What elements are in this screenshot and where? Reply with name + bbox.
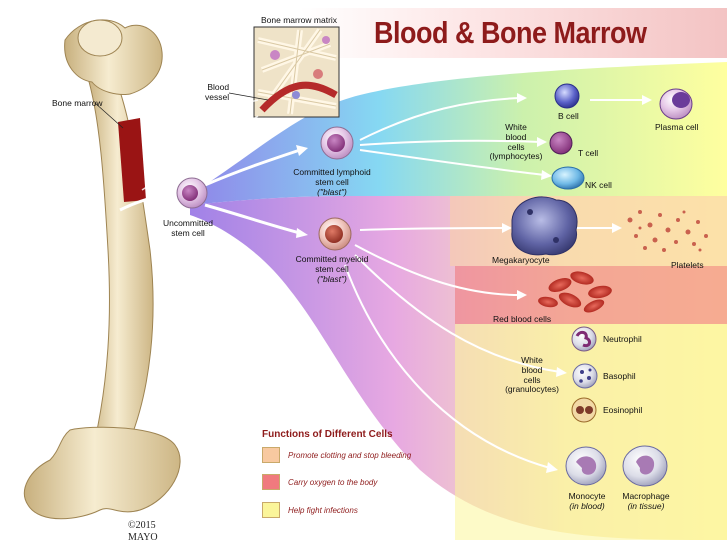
plasma-cell-shape (659, 88, 693, 120)
bone-marrow-cavity (118, 118, 146, 202)
eosinophil-label: Eosinophil (603, 405, 643, 415)
eosinophil-shape (571, 397, 597, 423)
lymphoid-stem-cell-shape (320, 126, 354, 160)
bone-marrow-matrix-inset (253, 26, 340, 118)
zone-clotting (450, 196, 727, 266)
legend-item-clotting: Promote clotting and stop bleeding (262, 447, 411, 463)
b-cell-label: B cell (558, 111, 579, 121)
macrophage-shape (622, 445, 668, 487)
legend-swatch-clotting (262, 447, 280, 463)
megakaryocyte-shape (511, 196, 578, 256)
title-banner (300, 8, 727, 58)
legend-title: Functions of Different Cells (262, 429, 393, 440)
plasma-cell-label: Plasma cell (655, 122, 699, 132)
red-blood-cells-shape (538, 271, 612, 313)
uncommitted-stem-cell-label: Uncommitted stem cell (162, 218, 214, 238)
monocyte-label: Monocyte (in blood) (568, 491, 606, 511)
uncommitted-stem-cell-shape (176, 177, 208, 209)
flow-arrows (119, 93, 652, 473)
neutrophil-shape (571, 326, 597, 352)
wbc-lymphocytes-label: White blood cells (lymphocytes) (489, 122, 543, 162)
bone-marrow-label: Bone marrow (52, 98, 103, 108)
lymphoid-stem-cell-label: Committed lymphoid stem cell ("blast") (293, 167, 371, 197)
lymphoid-flow-band (190, 62, 727, 205)
monocyte-shape (565, 446, 607, 486)
myeloid-stem-cell-shape (318, 217, 352, 251)
blood-vessel-label: Blood vessel (205, 82, 230, 102)
nk-cell-shape (551, 166, 585, 190)
basophil-label: Basophil (603, 371, 636, 381)
zone-infection (455, 324, 727, 540)
nk-cell-label: NK cell (585, 180, 612, 190)
neutrophil-label: Neutrophil (603, 334, 642, 344)
b-cell-shape (554, 83, 580, 109)
platelets-label: Platelets (671, 260, 704, 270)
legend-item-infection: Help fight infections (262, 502, 358, 518)
t-cell-label: T cell (578, 148, 599, 158)
megakaryocyte-label: Megakaryocyte (492, 255, 550, 265)
legend-item-oxygen: Carry oxygen to the body (262, 474, 377, 490)
legend-label-oxygen: Carry oxygen to the body (288, 477, 378, 487)
platelets-shape (627, 210, 708, 252)
legend-label-clotting: Promote clotting and stop bleeding (288, 450, 412, 460)
copyright-notice: ©2015 MAYO (128, 520, 158, 543)
red-blood-cells-label: Red blood cells (493, 314, 552, 324)
legend-label-infection: Help fight infections (288, 505, 358, 515)
page-title: Blood & Bone Marrow (374, 16, 647, 50)
t-cell-shape (549, 131, 573, 155)
myeloid-stem-cell-label: Committed myeloid stem cell ("blast") (295, 254, 369, 284)
bone-marrow-matrix-label: Bone marrow matrix (261, 15, 338, 25)
legend-swatch-infection (262, 502, 280, 518)
wbc-granulocytes-label: White blood cells (granulocytes) (505, 355, 559, 395)
femur-bone (23, 19, 181, 520)
legend-swatch-oxygen (262, 474, 280, 490)
macrophage-label: Macrophage (in tissue) (622, 491, 670, 511)
basophil-shape (572, 363, 598, 389)
